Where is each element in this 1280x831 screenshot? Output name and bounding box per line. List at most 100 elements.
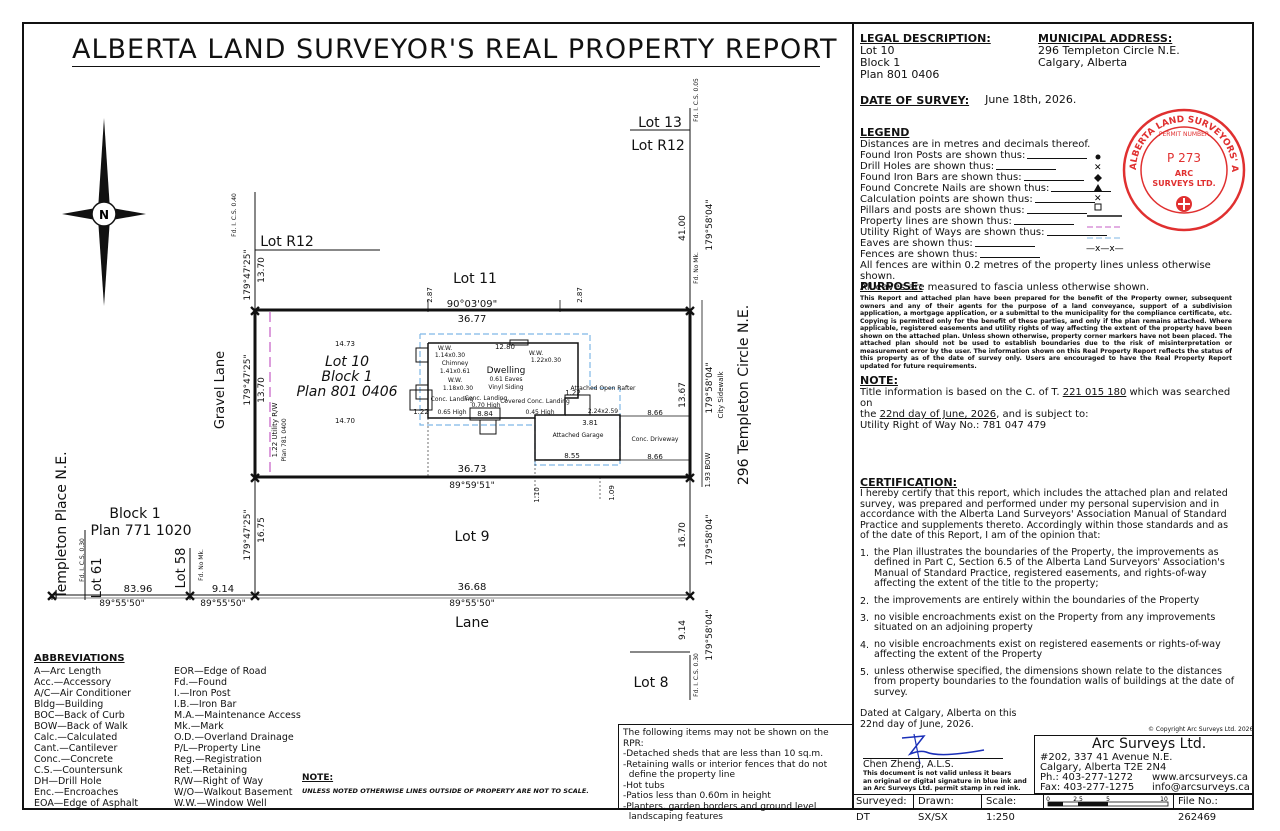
company-phone: Ph.: 403-277-1272	[1040, 772, 1133, 783]
report-title: ALBERTA LAND SURVEYOR'S REAL PROPERTY RE…	[72, 34, 838, 65]
legal-lot: Lot 10	[860, 44, 895, 57]
svg-text:✕: ✕	[684, 304, 696, 320]
lot13-label: Lot 13	[638, 115, 682, 131]
svg-text:2.87: 2.87	[426, 287, 434, 303]
legend-note-eaves: All eaves are measured to fascia unless …	[860, 282, 1150, 293]
abbreviation-item: C.S.—Countersunk	[34, 765, 123, 776]
abbreviation-item: Fd.—Found	[174, 677, 228, 688]
abbreviation-item: Bldg—Building	[34, 699, 104, 710]
legend-row: Found Iron Bars are shown thus:	[860, 172, 1240, 183]
svg-text:Plan 781 0400: Plan 781 0400	[281, 418, 288, 461]
abbreviation-item: Conc.—Concrete	[34, 754, 114, 765]
svg-text:16.70: 16.70	[678, 522, 688, 548]
legend-row: Drill Holes are shown thus:	[860, 161, 1240, 172]
company-box	[1034, 735, 1254, 794]
svg-text:179°47'25": 179°47'25"	[243, 249, 253, 300]
certification-item: 4.no visible encroachments exist on regi…	[860, 638, 1221, 660]
abbreviation-item: I.—Iron Post	[174, 688, 231, 699]
lines-note: NOTE: UNLESS NOTED OTHERWISE LINES OUTSI…	[302, 773, 602, 795]
abbreviation-item: M.A.—Maintenance Access	[174, 710, 301, 721]
note-heading: NOTE:	[860, 374, 898, 387]
rpr-item: -Retaining walls or interior fences that…	[623, 759, 828, 770]
legal-plan: Plan 801 0406	[860, 68, 940, 81]
dated-line-2: 22nd day of June, 2026.	[860, 719, 974, 730]
plan-left-label: Plan 771 1020	[90, 523, 191, 539]
svg-text:8.84: 8.84	[477, 410, 493, 418]
survey-date-label: DATE OF SURVEY:	[860, 94, 970, 107]
signature-note-3: an Arc Surveys Ltd. permit stamp in red …	[863, 785, 1021, 792]
abbreviation-item: EOA—Edge of Asphalt	[34, 798, 139, 809]
surveyor-name: Chen Zheng, A.L.S.	[863, 759, 954, 770]
svg-text:179°47'25": 179°47'25"	[243, 354, 253, 405]
svg-text:13.67: 13.67	[678, 382, 688, 408]
signature-note-1: This document is not valid unless it bea…	[863, 770, 1012, 777]
svg-text:1.22: 1.22	[565, 389, 581, 397]
lot11-label: Lot 11	[453, 271, 497, 287]
svg-text:89°55'50": 89°55'50"	[449, 599, 494, 609]
svg-text:1.22 Utility R/W: 1.22 Utility R/W	[271, 403, 279, 458]
rpr-item: landscaping features	[623, 812, 723, 822]
legend-row: Fences are shown thus:	[860, 249, 1240, 260]
svg-text:ARC: ARC	[1175, 169, 1193, 178]
rpr-item: -Planters, garden borders and ground lev…	[623, 801, 817, 812]
legal-heading: LEGAL DESCRIPTION:	[860, 32, 991, 45]
abbreviation-item: Ret.—Retaining	[174, 765, 248, 776]
purpose-heading: PURPOSE:	[860, 280, 923, 293]
svg-text:Fd. I. C.S. 0.05: Fd. I. C.S. 0.05	[693, 78, 700, 122]
svg-text:179°58'04": 179°58'04"	[705, 362, 715, 413]
legend-row-label: Found Iron Bars are shown thus:	[860, 172, 1022, 183]
svg-text:2.5: 2.5	[1073, 796, 1083, 803]
svg-text:W.W.: W.W.	[529, 350, 543, 357]
driveway-label: Conc. Driveway	[632, 436, 679, 443]
abbreviation-item: Acc.—Accessory	[34, 677, 112, 688]
lane-label: Lane	[455, 615, 489, 631]
abbreviation-item: P/L—Property Line	[174, 743, 261, 754]
svg-text:2.24x2.59: 2.24x2.59	[588, 408, 618, 415]
footer-scale: Scale: 1:250	[982, 794, 1044, 823]
templeton-circle-label: 296 Templeton Circle N.E.	[736, 305, 752, 485]
legend-row: Found Concrete Nails are shown thus:	[860, 183, 1240, 194]
abbreviation-item: I.B.—Iron Bar	[174, 699, 237, 710]
property-plan: ✕ ✕ ✕ ✕ ✕ ✕ ✕ ✕ Lot 13 Lot R12 Lot R12 L…	[46, 78, 752, 700]
rpr-item: -Patios less than 0.60m in height	[623, 791, 771, 801]
svg-text:✕: ✕	[184, 589, 196, 605]
svg-text:0.65 High: 0.65 High	[437, 409, 466, 416]
legal-block: Block 1	[860, 56, 901, 69]
abbreviation-item: Mk.—Mark	[174, 721, 224, 732]
svg-text:Fd. No Mk.: Fd. No Mk.	[693, 252, 700, 284]
svg-text:36.77: 36.77	[458, 314, 487, 325]
svg-text:W.W.: W.W.	[438, 345, 452, 352]
municipal-city: Calgary, Alberta	[1038, 56, 1128, 69]
svg-text:Vinyl Siding: Vinyl Siding	[488, 384, 523, 391]
north-label: N	[99, 208, 109, 222]
signature-block: Chen Zheng, A.L.S. This document is not …	[863, 758, 1033, 793]
rpr-items-box: The following items may not be shown on …	[618, 724, 854, 822]
svg-text:1.14x0.30: 1.14x0.30	[435, 352, 465, 359]
svg-text:PERMIT NUMBER: PERMIT NUMBER	[1159, 131, 1209, 138]
legend-row: Utility Right of Ways are shown thus:	[860, 227, 1240, 238]
municipal-address: MUNICIPAL ADDRESS: 296 Templeton Circle …	[1038, 32, 1180, 69]
company-name: Arc Surveys Ltd.	[1092, 736, 1207, 752]
svg-text:Conc. Landing: Conc. Landing	[431, 396, 474, 403]
legend-note-fences: All fences are within 0.2 metres of the …	[860, 260, 1211, 282]
svg-text:✕: ✕	[46, 589, 58, 605]
certification-item: 1.the Plan illustrates the boundaries of…	[860, 546, 1225, 589]
svg-text:Covered Conc. Landing: Covered Conc. Landing	[500, 398, 570, 405]
legend-block: LEGEND Distances are in metres and decim…	[860, 126, 1240, 293]
company-address-2: Calgary, Alberta T2E 2N4	[1040, 762, 1167, 773]
rpr-items-list: -Detached sheds that are less than 10 sq…	[623, 749, 849, 823]
legend-heading: LEGEND	[860, 126, 910, 139]
legend-row-label: Drill Holes are shown thus:	[860, 161, 995, 172]
svg-text:0.45 High: 0.45 High	[525, 409, 554, 416]
note-line-3: Utility Right of Way No.: 781 047 479	[860, 420, 1047, 431]
abbreviation-item: BOC—Back of Curb	[34, 710, 125, 721]
abbreviation-item: O.D.—Overland Drainage	[174, 732, 294, 743]
svg-text:1.22: 1.22	[413, 408, 429, 416]
svg-text:Fd. I. C.S. 0.40: Fd. I. C.S. 0.40	[231, 193, 238, 237]
templeton-place-label: Templeton Place N.E.	[54, 451, 70, 599]
svg-text:90°03'09": 90°03'09"	[447, 299, 498, 310]
permit-stamp: ALBERTA LAND SURVEYORS' ASSOCIATION PERM…	[1120, 106, 1246, 232]
svg-text:1.18x0.30: 1.18x0.30	[443, 385, 473, 392]
abbreviation-item: Cant.—Cantilever	[34, 743, 118, 754]
svg-text:✕: ✕	[249, 471, 261, 487]
